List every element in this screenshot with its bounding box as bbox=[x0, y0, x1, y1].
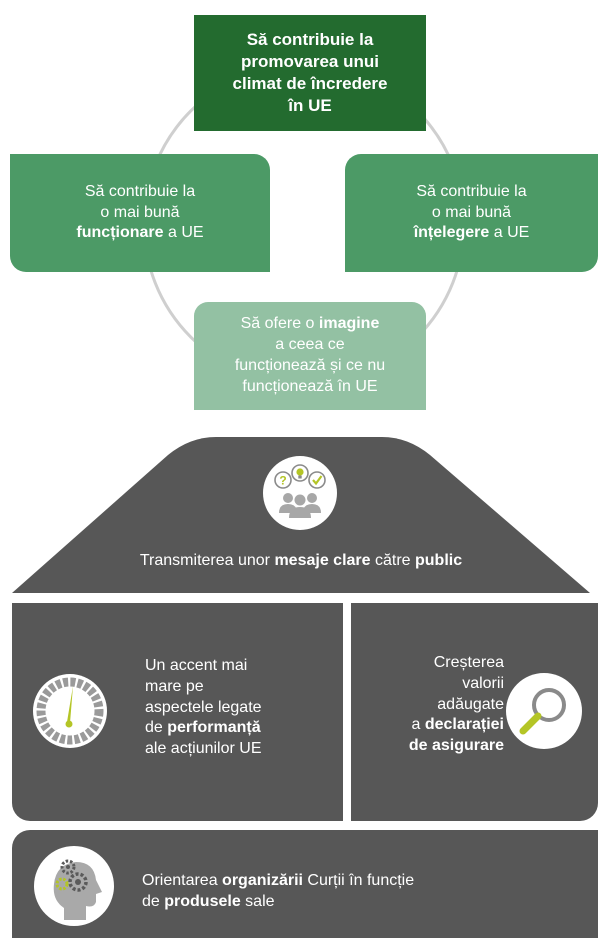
svg-text:?: ? bbox=[279, 474, 286, 488]
goal-image-box: Să ofere o imagine a ceea ce funcționeaz… bbox=[194, 302, 426, 410]
goal-trust-text: Să contribuie la promovarea unui climat … bbox=[232, 29, 388, 116]
performance-text: Un accent mai mare pe aspectele legate d… bbox=[145, 657, 262, 758]
organization-text: Orientarea organizării Curții în funcție… bbox=[142, 872, 415, 910]
assurance-text: Creșterea valorii adăugate a declarației… bbox=[408, 654, 504, 755]
speech-people-icon: ? bbox=[263, 456, 337, 530]
goal-image-text: Să ofere o imagine a ceea ce funcționeaz… bbox=[234, 315, 386, 395]
magnifier-icon bbox=[506, 673, 582, 749]
gauge-icon bbox=[33, 674, 107, 748]
goal-trust-box: Să contribuie la promovarea unui climat … bbox=[194, 15, 426, 131]
goal-understanding-box: Să contribuie la o mai bună înțelegere a… bbox=[345, 154, 598, 272]
head-gears-icon bbox=[34, 846, 114, 926]
goal-functioning-text: Să contribuie la o mai bună funcționare … bbox=[76, 182, 204, 242]
goal-understanding-text: Să contribuie la o mai bună înțelegere a… bbox=[413, 182, 530, 242]
goal-functioning-box: Să contribuie la o mai bună funcționare … bbox=[10, 154, 270, 272]
public-message-text: Transmiterea unor mesaje clare către pub… bbox=[139, 552, 463, 569]
